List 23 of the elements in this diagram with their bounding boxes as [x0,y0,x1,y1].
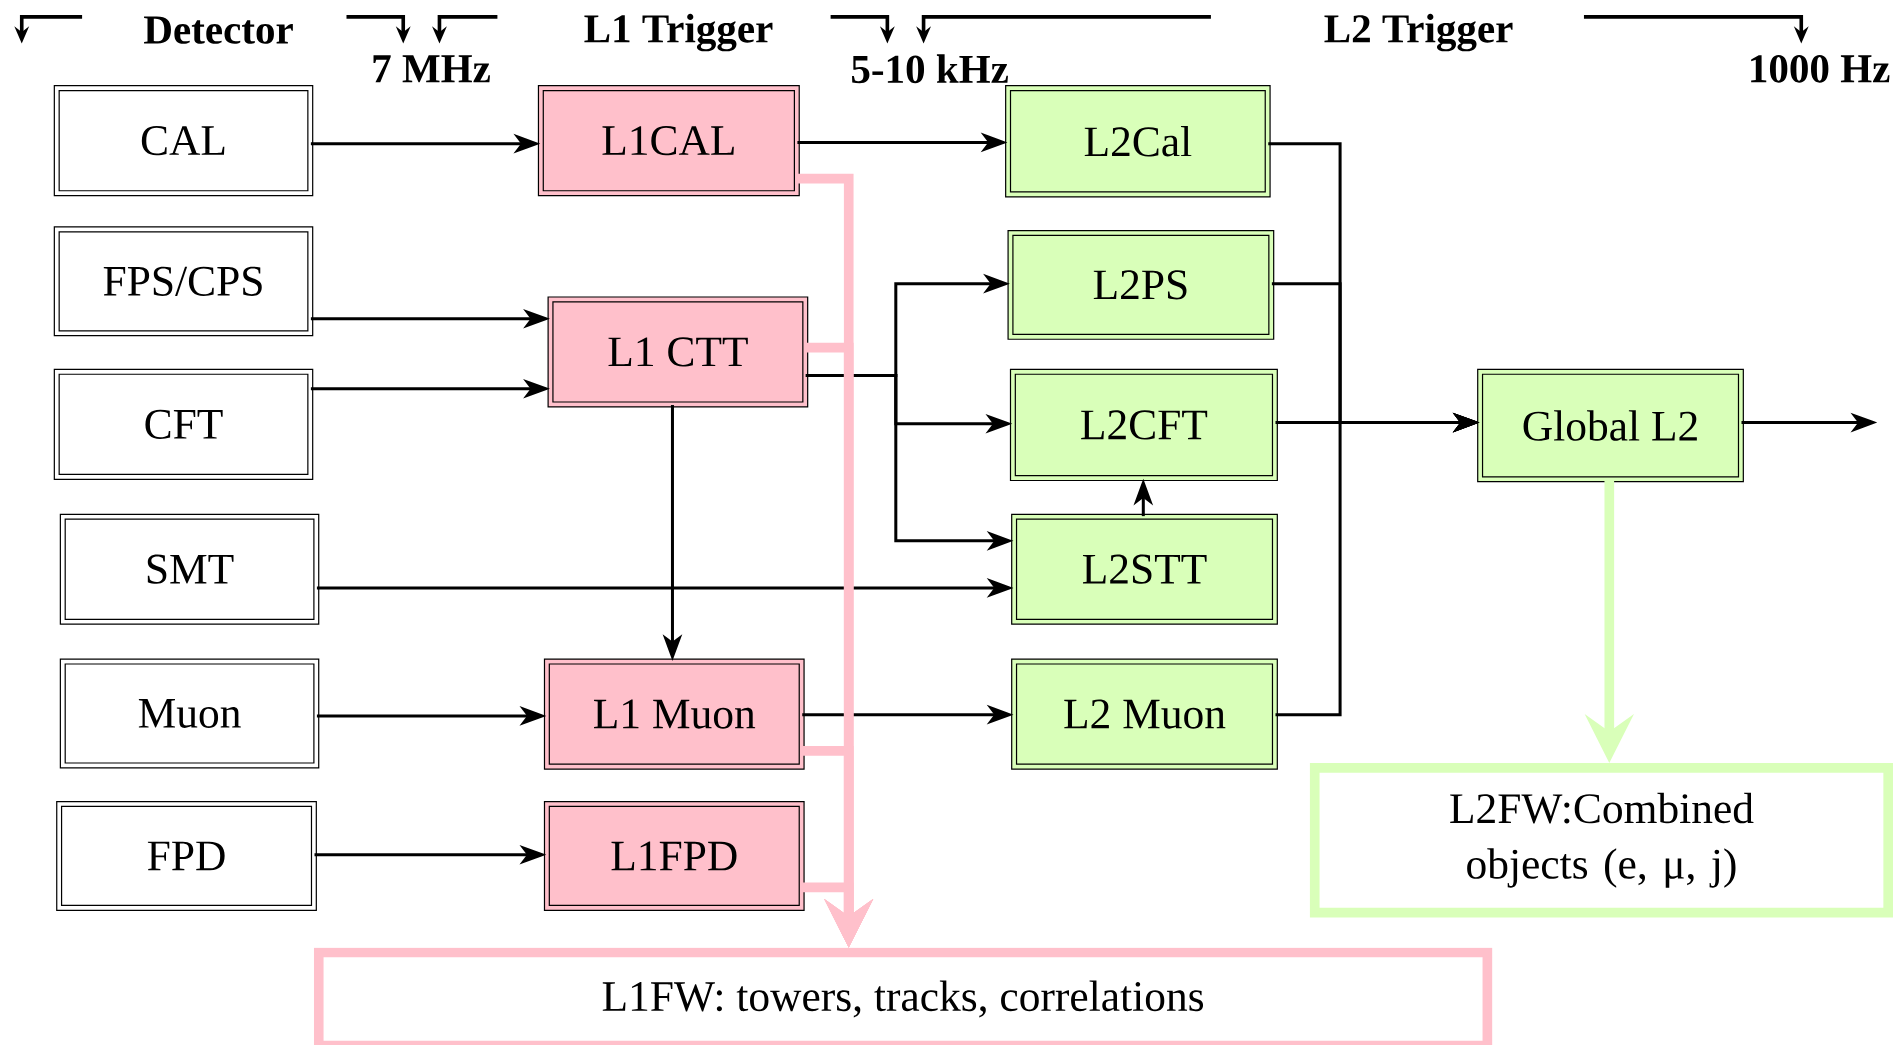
stage-heading: Detector [144,16,293,44]
detector-box: CFT [53,368,314,480]
trigger-box: L2CFT [1009,368,1278,481]
trigger-box: L1 Muon [543,658,805,770]
trigger-box: L2PS [1007,229,1275,340]
trigger-box: L2STT [1011,513,1278,625]
detector-box: Muon [59,658,320,769]
detector-box: FPD [56,800,317,911]
output-box: L2FW:Combined objects (e, μ, j) [1309,762,1893,918]
rate-label: 1000 Hz [1751,54,1890,83]
trigger-box: L1 CTT [547,296,809,408]
stage-heading: L2 Trigger [1324,13,1513,52]
rate-label: 7 MHz [373,55,490,82]
detector-box: CAL [53,84,314,196]
trigger-box: L1FPD [543,800,805,911]
detector-box: FPS/CPS [53,226,314,336]
trigger-box: Global L2 [1477,368,1744,483]
output-box: L1FW: towers, tracks, correlations [313,947,1493,1045]
rate-label: 5-10 kHz [852,54,1008,83]
trigger-box: L2Cal [1005,84,1271,198]
trigger-box: L1CAL [537,84,800,196]
detector-box: SMT [59,513,320,625]
trigger-box: L2 Muon [1011,658,1278,770]
